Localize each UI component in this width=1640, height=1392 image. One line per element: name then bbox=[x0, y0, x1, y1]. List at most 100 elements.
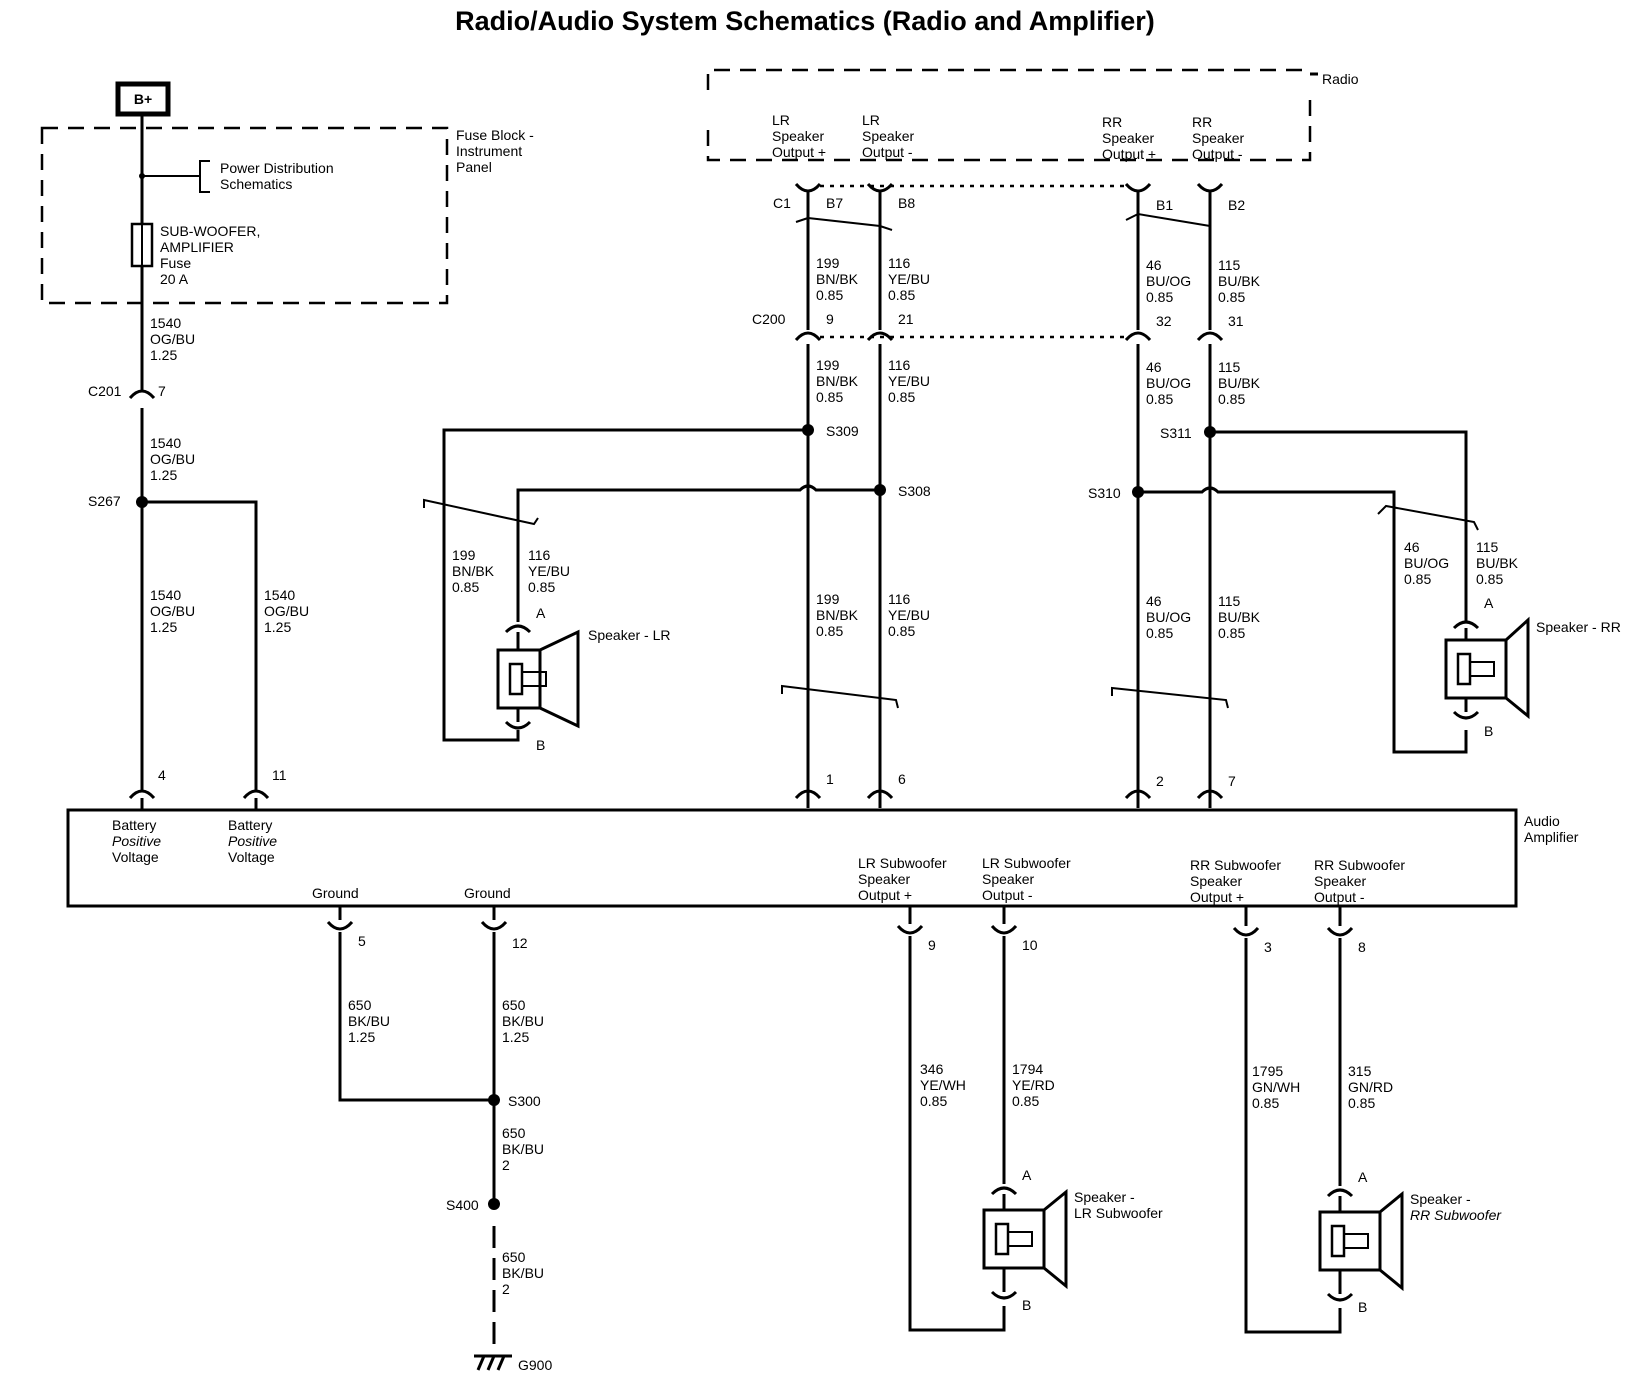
s310-label: S310 bbox=[1088, 485, 1121, 501]
amp-ground2: Ground bbox=[464, 885, 511, 901]
gnd-wire4-1: 650 bbox=[502, 1249, 526, 1265]
radio-out3-2: Speaker bbox=[1102, 130, 1154, 146]
b-plus-label: B+ bbox=[134, 91, 152, 107]
c201-label: C201 bbox=[88, 383, 122, 399]
c200-pin-21: 21 bbox=[898, 311, 914, 327]
amp-ground1: Ground bbox=[312, 885, 359, 901]
speaker-lr-subwoofer-symbol bbox=[982, 1186, 1068, 1300]
rr-sub-pin-b: B bbox=[1358, 1299, 1367, 1315]
amp-batt2-2: Positive bbox=[228, 833, 277, 849]
w315-1: 315 bbox=[1348, 1063, 1372, 1079]
c200-label: C200 bbox=[752, 311, 786, 327]
w199-seg3-1: 199 bbox=[816, 591, 840, 607]
radio-pin-b2: B2 bbox=[1228, 197, 1245, 213]
amp-sub4-1: RR Subwoofer bbox=[1314, 857, 1405, 873]
w46-seg3-3: 0.85 bbox=[1146, 625, 1173, 641]
s400-label: S400 bbox=[446, 1197, 479, 1213]
power-dist-label-1: Power Distribution bbox=[220, 160, 334, 176]
w116-seg2-1: 116 bbox=[888, 357, 911, 373]
w346-2: YE/WH bbox=[920, 1077, 966, 1093]
wire-a-1: 1540 bbox=[150, 315, 181, 331]
w1795-3: 0.85 bbox=[1252, 1095, 1279, 1111]
power-dist-bracket bbox=[199, 160, 210, 193]
amp-sub2-1: LR Subwoofer bbox=[982, 855, 1071, 871]
w116-seg3-2: YE/BU bbox=[888, 607, 930, 623]
w115-seg3-3: 0.85 bbox=[1218, 625, 1245, 641]
radio-out1-2: Speaker bbox=[772, 128, 824, 144]
s267-label: S267 bbox=[88, 493, 121, 509]
amplifier-box bbox=[66, 808, 1518, 908]
radio-label: Radio bbox=[1322, 71, 1359, 87]
radio-pin-b1: B1 bbox=[1156, 197, 1173, 213]
radio-out2-1: LR bbox=[862, 112, 880, 128]
amp-pin11-connector bbox=[242, 789, 270, 800]
gnd-wire3-1: 650 bbox=[502, 1125, 526, 1141]
amp-sub1-3: Output + bbox=[858, 887, 912, 903]
amp-gnd-pin-12: 12 bbox=[512, 935, 528, 951]
gnd-wire1-2: BK/BU bbox=[348, 1013, 390, 1029]
wire-c-1: 1540 bbox=[150, 587, 181, 603]
w199-seg1-3: 0.85 bbox=[816, 287, 843, 303]
amp-sub1-1: LR Subwoofer bbox=[858, 855, 947, 871]
w46-seg2-2: BU/OG bbox=[1146, 375, 1191, 391]
gnd-wire4-2: BK/BU bbox=[502, 1265, 544, 1281]
lr-branch-w116-3: 0.85 bbox=[528, 579, 555, 595]
w116-seg1-1: 116 bbox=[888, 255, 911, 271]
wire-d-2: OG/BU bbox=[264, 603, 309, 619]
lr-branch-w199-3: 0.85 bbox=[452, 579, 479, 595]
amp-in-pin-2: 2 bbox=[1156, 773, 1164, 789]
speaker-rr-symbol bbox=[1444, 616, 1530, 720]
fuse-block-outline bbox=[40, 126, 449, 305]
amp-batt2-1: Battery bbox=[228, 817, 272, 833]
s300-label: S300 bbox=[508, 1093, 541, 1109]
amp-batt2-3: Voltage bbox=[228, 849, 275, 865]
w346-1: 346 bbox=[920, 1061, 944, 1077]
s300-splice bbox=[488, 1094, 500, 1106]
w116-seg1-3: 0.85 bbox=[888, 287, 915, 303]
speaker-lr-sub-label-2: LR Subwoofer bbox=[1074, 1205, 1163, 1221]
radio-out1-3: Output + bbox=[772, 144, 826, 160]
gnd-wire2-1: 650 bbox=[502, 997, 526, 1013]
wire-b-2: OG/BU bbox=[150, 451, 195, 467]
amp-sub2-2: Speaker bbox=[982, 871, 1034, 887]
amp-label-2: Amplifier bbox=[1524, 829, 1579, 845]
gnd-wire1-3: 1.25 bbox=[348, 1029, 375, 1045]
amp-sub2-3: Output - bbox=[982, 887, 1033, 903]
lr-branch-w199-2: BN/BK bbox=[452, 563, 495, 579]
w115-seg3-2: BU/BK bbox=[1218, 609, 1261, 625]
amp-label-1: Audio bbox=[1524, 813, 1560, 829]
w115-seg1-1: 115 bbox=[1218, 257, 1241, 273]
amp-gnd-pin-5: 5 bbox=[358, 933, 366, 949]
fuse-block-label-2: Instrument bbox=[456, 143, 522, 159]
w115-seg2-1: 115 bbox=[1218, 359, 1241, 375]
speaker-rr-subwoofer-symbol bbox=[1318, 1188, 1404, 1302]
radio-out2-2: Speaker bbox=[862, 128, 914, 144]
gnd-wire2-2: BK/BU bbox=[502, 1013, 544, 1029]
gnd-wire1-1: 650 bbox=[348, 997, 372, 1013]
lr-branch-w116-1: 116 bbox=[528, 547, 551, 563]
rr-branch-w115-3: 0.85 bbox=[1476, 571, 1503, 587]
w199-seg3-2: BN/BK bbox=[816, 607, 859, 623]
lr-sub-pin-a: A bbox=[1022, 1167, 1032, 1183]
w116-seg1-2: YE/BU bbox=[888, 271, 930, 287]
s311-label: S311 bbox=[1160, 425, 1192, 441]
wire-c-3: 1.25 bbox=[150, 619, 177, 635]
amp-sub3-2: Speaker bbox=[1190, 873, 1242, 889]
gnd-wire2-3: 1.25 bbox=[502, 1029, 529, 1045]
rr-pin-a: A bbox=[1484, 595, 1494, 611]
wire-b-1: 1540 bbox=[150, 435, 181, 451]
amp-sub4-3: Output - bbox=[1314, 889, 1365, 905]
radio-out4-3: Output - bbox=[1192, 146, 1243, 162]
w116-seg3-1: 116 bbox=[888, 591, 911, 607]
w199-seg3-3: 0.85 bbox=[816, 623, 843, 639]
radio-outline bbox=[706, 68, 1312, 162]
c200-pin-32: 32 bbox=[1156, 313, 1172, 329]
radio-out3-1: RR bbox=[1102, 114, 1122, 130]
rr-pin-b: B bbox=[1484, 723, 1493, 739]
w46-seg3-2: BU/OG bbox=[1146, 609, 1191, 625]
lr-pin-b: B bbox=[536, 737, 545, 753]
amp-pin-4: 4 bbox=[158, 767, 166, 783]
amp-sub4-2: Speaker bbox=[1314, 873, 1366, 889]
